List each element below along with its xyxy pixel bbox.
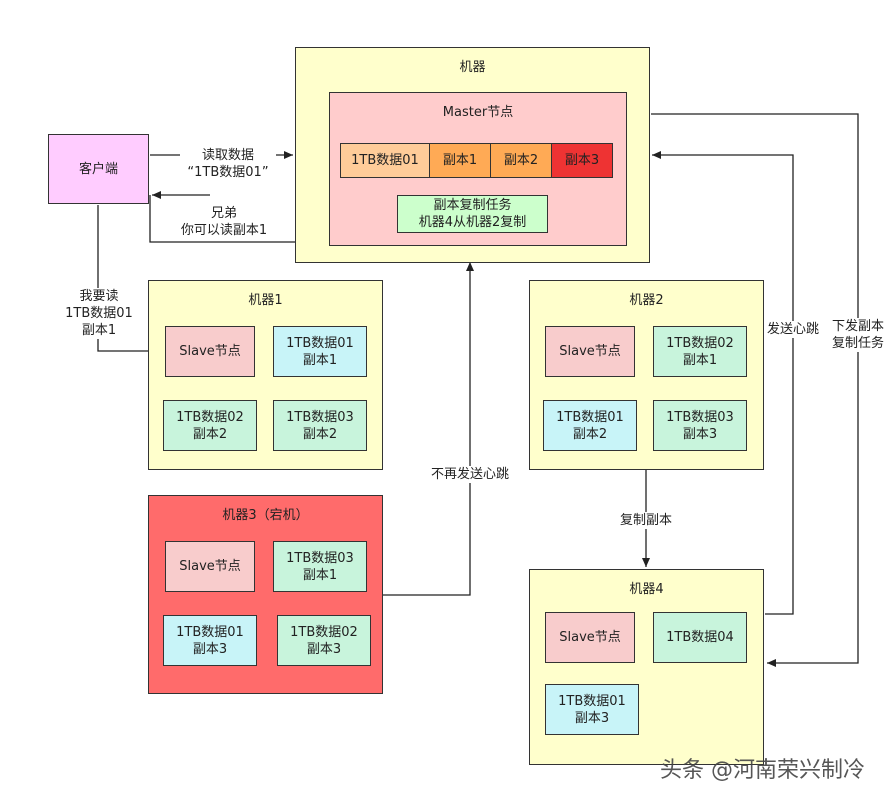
machine2-block-1: 1TB数据02 副本1 [653, 326, 747, 377]
client-node: 客户端 [48, 134, 149, 204]
machine4-block-2: 1TB数据01 副本3 [545, 684, 639, 735]
master-machine-title: 机器 [459, 60, 486, 75]
edge-label-copy-replica: 复制副本 [612, 512, 680, 529]
edge-label-no-heartbeat: 不再发送心跳 [424, 466, 516, 483]
edge-label-heartbeat: 发送心跳 [764, 321, 822, 338]
machine4-slave-node: Slave节点 [545, 612, 635, 663]
machine2-slave-node: Slave节点 [545, 326, 635, 377]
edge-label-read-request: 读取数据 “1TB数据01” [180, 147, 276, 181]
watermark: 头条 @河南荣兴制冷 [660, 758, 865, 783]
machine3-slave-node: Slave节点 [165, 541, 255, 592]
edge-label-dispatch-task: 下发副本 复制任务 [826, 318, 890, 352]
arrow-no-heartbeat [383, 262, 474, 596]
replication-task-box: 副本复制任务 机器4从机器2复制 [397, 195, 548, 233]
machine1-slave-node: Slave节点 [165, 326, 255, 377]
master-table-cell-replica3: 副本3 [551, 143, 613, 178]
edge-label-client-to-m1: 我要读 1TB数据01 副本1 [56, 288, 142, 339]
machine2-block-2: 1TB数据01 副本2 [543, 400, 637, 451]
machine3-block-3: 1TB数据02 副本3 [277, 615, 371, 666]
arrow-master-reply [149, 195, 295, 243]
machine3-title: 机器3（宕机） [222, 508, 309, 523]
machine4-title: 机器4 [629, 582, 664, 597]
machine3-block-1: 1TB数据03 副本1 [273, 541, 367, 592]
machine2-block-3: 1TB数据03 副本3 [653, 400, 747, 451]
master-table-cell-replica1: 副本1 [429, 143, 491, 178]
machine4: 机器4 [529, 569, 764, 765]
arrow-dispatch-task [651, 113, 859, 667]
machine1-block-2: 1TB数据02 副本2 [163, 400, 257, 451]
master-table-cell-data01: 1TB数据01 [340, 143, 430, 178]
edge-label-master-reply: 兄弟 你可以读副本1 [180, 206, 268, 238]
machine3-block-2: 1TB数据01 副本3 [163, 615, 257, 666]
machine4-block-1: 1TB数据04 [653, 612, 747, 663]
arrow-client-to-m1 [97, 205, 163, 355]
arrow-heartbeat [652, 151, 794, 615]
machine1-block-3: 1TB数据03 副本2 [273, 400, 367, 451]
machine1-title: 机器1 [248, 293, 283, 308]
master-table-cell-replica2: 副本2 [490, 143, 552, 178]
machine2-title: 机器2 [629, 293, 664, 308]
machine1-block-1: 1TB数据01 副本1 [273, 326, 367, 377]
master-node-title: Master节点 [442, 105, 514, 120]
